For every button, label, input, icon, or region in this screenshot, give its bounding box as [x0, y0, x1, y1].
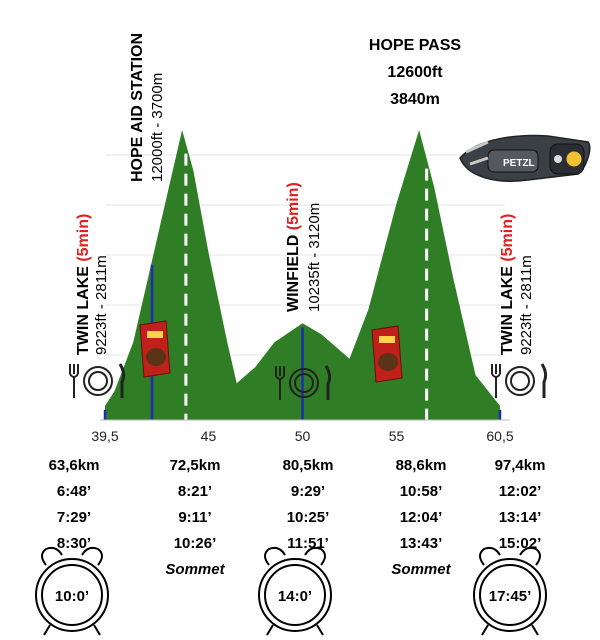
- station-name: WINFIELD: [285, 235, 302, 312]
- headlamp-icon: PETZL: [459, 134, 591, 182]
- elevation-area-layer: [105, 130, 500, 420]
- station-name: HOPE AID STATION: [129, 33, 146, 182]
- x-tick-label: 39,5: [91, 428, 118, 444]
- clock-time: 10:0’: [55, 588, 89, 605]
- x-tick-label: 50: [295, 428, 311, 444]
- split-column: 72,5km 8:21’ 9:11’ 10:26’ Sommet: [155, 453, 235, 583]
- split-time: 13:14’: [498, 509, 542, 526]
- station-altitude: 9223ft - 2811m: [93, 255, 110, 355]
- svg-text:TWIN LAKE (5min): TWIN LAKE (5min): [499, 214, 516, 355]
- split-time: 9:29’: [290, 483, 326, 500]
- split-distance: 80,5km: [282, 457, 334, 474]
- x-tick-layer: 39,5 45 50 55 60,5: [91, 428, 513, 444]
- split-column: 88,6km 10:58’ 12:04’ 13:43’ Sommet: [376, 453, 466, 583]
- split-time: 12:02’: [498, 483, 542, 500]
- station-pause: (5min): [285, 182, 302, 230]
- split-column: 97,4km 12:02’ 13:14’ 15:02’: [478, 453, 562, 557]
- fork-knife-plate-icon: [491, 363, 548, 398]
- split-distance: 63,6km: [48, 457, 100, 474]
- split-time: 8:30’: [56, 535, 92, 552]
- x-tick-label: 55: [389, 428, 405, 444]
- split-time: 11:51’: [287, 535, 329, 552]
- station-label-twin-lake-1: TWIN LAKE (5min) 9223ft - 2811m: [75, 214, 110, 355]
- station-altitude: 9223ft - 2811m: [518, 255, 535, 355]
- svg-text:PETZL: PETZL: [503, 158, 535, 169]
- clock-time: 14:0’: [278, 588, 312, 605]
- summit-name: HOPE PASS: [369, 37, 462, 54]
- x-tick-label: 60,5: [486, 428, 513, 444]
- split-time: 7:29’: [56, 509, 92, 526]
- station-altitude: 10235ft - 3120m: [306, 203, 323, 312]
- split-time: 9:11’: [178, 509, 212, 526]
- split-time: 10:26’: [173, 535, 217, 552]
- alarm-clock-icon: 17:45’: [473, 546, 547, 636]
- split-time: 10:58’: [399, 483, 443, 500]
- split-time: 12:04’: [399, 509, 443, 526]
- split-time: 13:43’: [399, 535, 443, 552]
- split-time: 6:48’: [56, 483, 92, 500]
- station-pause: (5min): [75, 214, 92, 262]
- summit-note: Sommet: [391, 561, 451, 578]
- station-label-twin-lake-2: TWIN LAKE (5min) 9223ft - 2811m: [499, 214, 535, 355]
- station-label-hope-aid: HOPE AID STATION 12000ft - 3700m: [129, 33, 166, 182]
- split-column: 63,6km 6:48’ 7:29’ 8:30’: [38, 453, 110, 557]
- marker-layer: [103, 153, 502, 420]
- station-label-winfield: WINFIELD (5min) 10235ft - 3120m: [285, 182, 323, 312]
- summit-elevation-ft: 12600ft: [387, 64, 443, 81]
- split-time: 10:25’: [286, 509, 330, 526]
- fork-knife-plate-icon: [69, 363, 126, 398]
- alarm-clock-icon: 14:0’: [258, 546, 332, 636]
- station-name: TWIN LAKE: [499, 266, 516, 355]
- clock-time: 17:45’: [489, 588, 532, 605]
- alarm-clock-icon: 10:0’: [35, 546, 109, 636]
- split-distance: 72,5km: [169, 457, 221, 474]
- x-tick-label: 45: [201, 428, 217, 444]
- svg-text:WINFIELD (5min): WINFIELD (5min): [285, 182, 302, 312]
- station-altitude: 12000ft - 3700m: [149, 73, 166, 182]
- split-distance: 88,6km: [395, 457, 447, 474]
- split-time: 8:21’: [177, 483, 213, 500]
- fork-knife-plate-icon: [275, 365, 332, 400]
- summit-note: Sommet: [165, 561, 225, 578]
- svg-text:TWIN LAKE (5min): TWIN LAKE (5min): [75, 214, 92, 355]
- elevation-area: [105, 130, 500, 420]
- energy-gel-icon: [139, 320, 171, 378]
- summit-elevation-m: 3840m: [390, 91, 440, 108]
- energy-gel-icon: [371, 325, 403, 383]
- station-pause: (5min): [499, 214, 516, 262]
- station-name: TWIN LAKE: [75, 266, 92, 355]
- split-distance: 97,4km: [494, 457, 546, 474]
- split-column: 80,5km 9:29’ 10:25’ 11:51’: [268, 453, 348, 557]
- split-time: 15:02’: [498, 535, 542, 552]
